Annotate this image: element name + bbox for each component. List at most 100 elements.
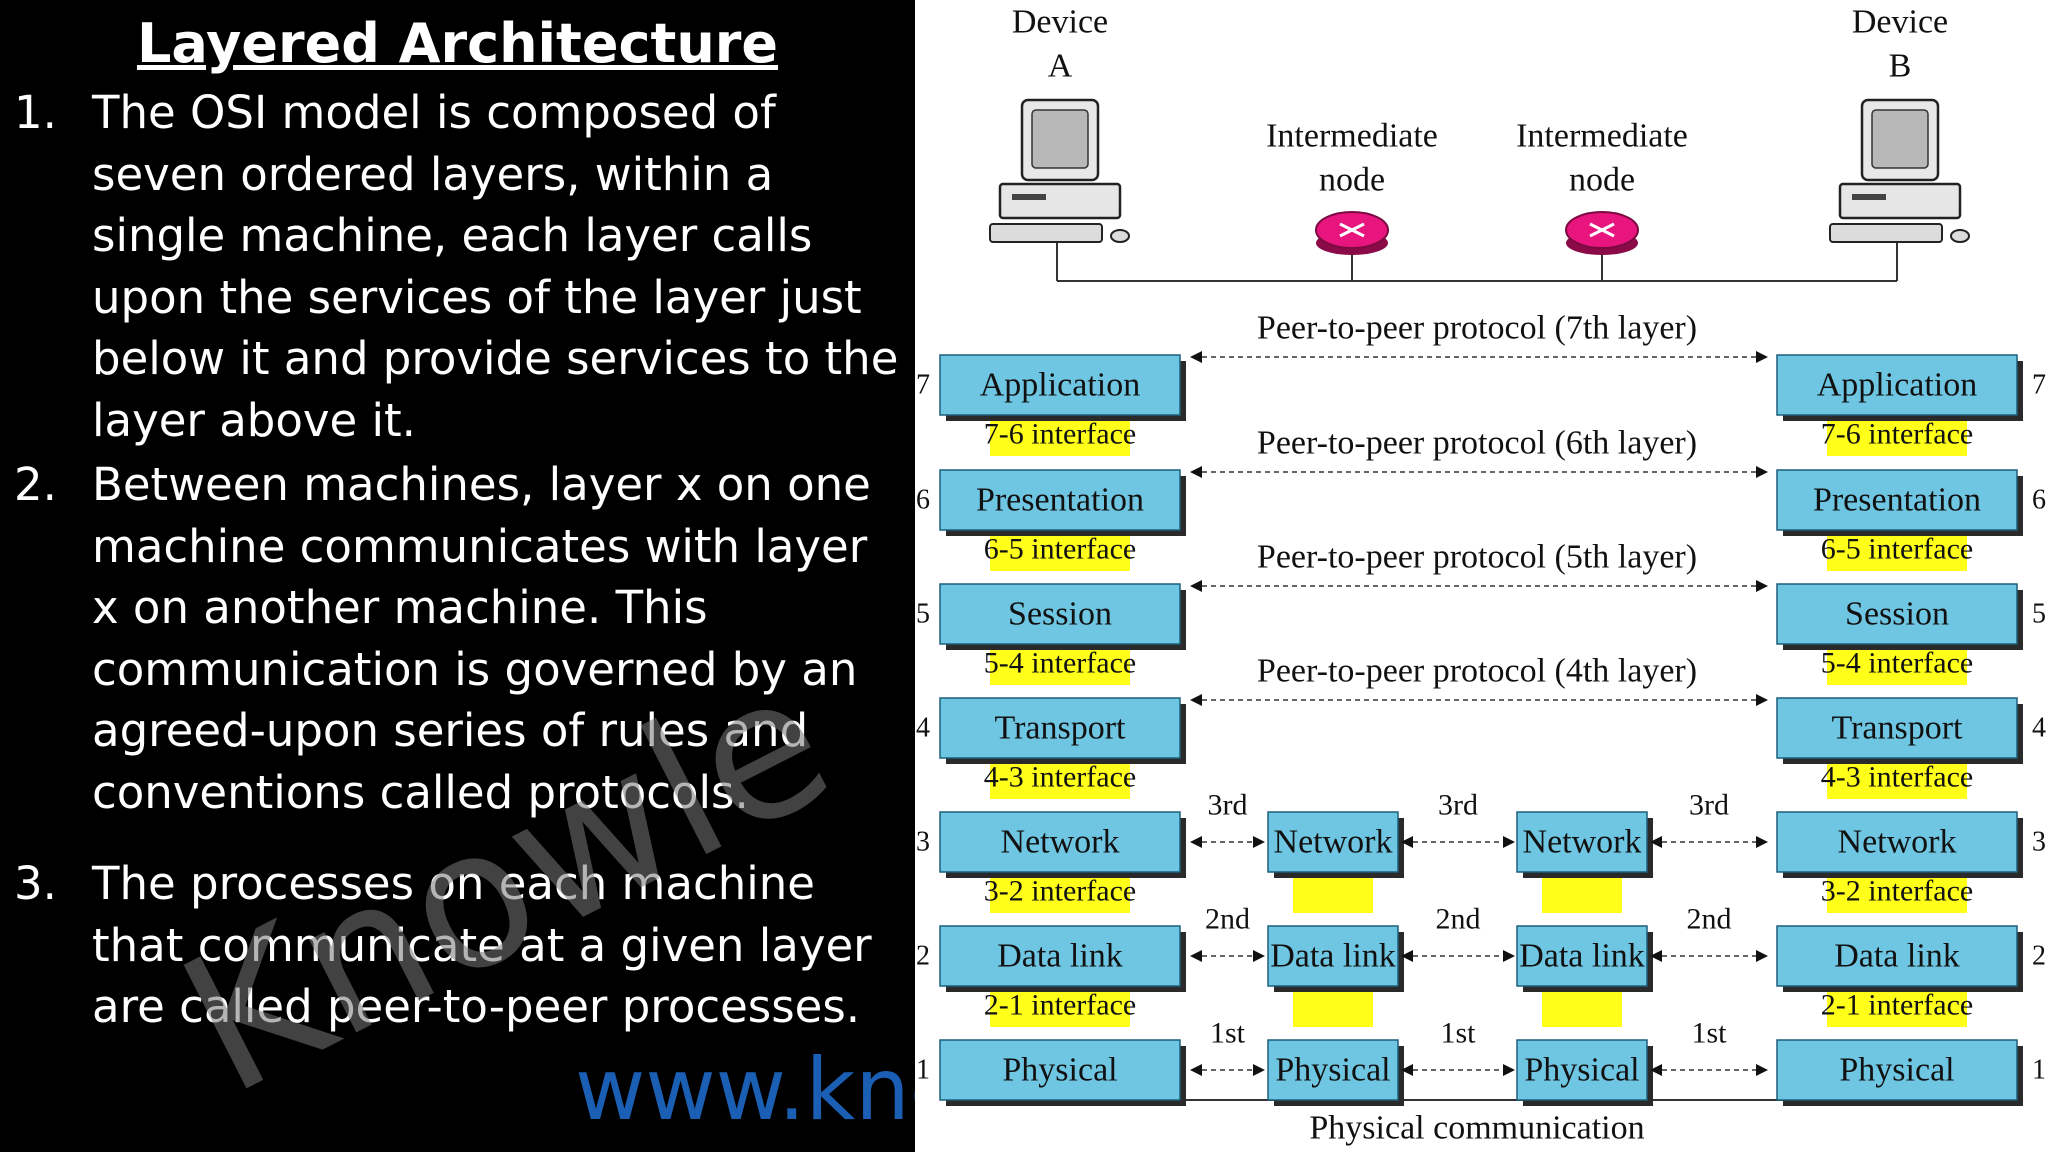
- device-a-layer: [939, 697, 1181, 759]
- hop-arrow-head-right: [1756, 1064, 1768, 1076]
- peer-protocol-label: Peer-to-peer protocol (4th layer): [1257, 653, 1697, 690]
- device-b-layer: [1776, 583, 2018, 645]
- hop-label: 2nd: [1205, 903, 1250, 936]
- node-2-layer: [1516, 925, 1648, 987]
- device-a-layer: [939, 354, 1181, 416]
- node-2-layer-label: Data link: [1519, 938, 1645, 975]
- device-a-layer-label: Transport: [995, 710, 1127, 747]
- device-b-layer-number: 6: [2032, 485, 2046, 516]
- hop-label: 3rd: [1438, 789, 1478, 822]
- device-b-layer-label: Session: [1845, 596, 1949, 633]
- hop-arrow-head-left: [1190, 1064, 1202, 1076]
- node-1-layer-label: Data link: [1270, 938, 1396, 975]
- device-a-interface-label: 4-3 interface: [984, 761, 1136, 794]
- point-number: 1.: [14, 86, 57, 139]
- device-b-layer-number: 3: [2032, 827, 2046, 858]
- node-1-layer: [1267, 925, 1399, 987]
- device-a-layer: [939, 583, 1181, 645]
- peer-protocol-label: Peer-to-peer protocol (5th layer): [1257, 539, 1697, 576]
- hop-arrow-head-left: [1190, 950, 1202, 962]
- peer-protocol-arrow-head-left: [1190, 466, 1202, 478]
- peer-protocol-arrow-head-left: [1190, 580, 1202, 592]
- hop-label: 2nd: [1687, 903, 1732, 936]
- device-a-layer-label: Application: [980, 367, 1141, 404]
- drive-slot: [1852, 194, 1886, 200]
- device-b-interface-label: 6-5 interface: [1821, 533, 1973, 566]
- device-b-interface-label: 2-1 interface: [1821, 989, 1973, 1022]
- device-b-layer-label: Transport: [1832, 710, 1964, 747]
- device-b-layer-number: 4: [2032, 713, 2046, 744]
- hop-arrow-head-left: [1650, 836, 1662, 848]
- device-a-interface-label: 7-6 interface: [984, 418, 1136, 451]
- point-text: The OSI model is composed of seven order…: [92, 86, 899, 447]
- router-cross: [1589, 222, 1615, 238]
- hop-arrow-head-left: [1401, 1064, 1413, 1076]
- device-a-layer-number: 5: [916, 599, 930, 630]
- device-b-layer-number: 5: [2032, 599, 2046, 630]
- node-1-layer-label: Network: [1274, 824, 1393, 861]
- device-a-layer-number: 1: [916, 1055, 930, 1086]
- device-b-layer-label: Presentation: [1813, 482, 1981, 519]
- peer-protocol-arrow-head-left: [1190, 694, 1202, 706]
- node-2-layer-label: Network: [1523, 824, 1642, 861]
- device-b-layer: [1776, 1039, 2018, 1101]
- peer-protocol-arrow-head-right: [1756, 694, 1768, 706]
- computer-icon-device-b: [1829, 98, 1970, 243]
- intermediate-node-label: Intermediate: [1516, 118, 1688, 155]
- device-a-layer: [939, 811, 1181, 873]
- point-text: Between machines, layer x on one machine…: [92, 458, 871, 819]
- device-a-layer: [939, 925, 1181, 987]
- peer-protocol-arrow-head-right: [1756, 351, 1768, 363]
- device-b-layer: [1776, 811, 2018, 873]
- device-a-label: Device: [1012, 4, 1108, 41]
- node-2-layer: [1516, 811, 1648, 873]
- peer-protocol-label: Peer-to-peer protocol (6th layer): [1257, 425, 1697, 462]
- device-a-layer-number: 6: [916, 485, 930, 516]
- device-b-interface-label: 7-6 interface: [1821, 418, 1973, 451]
- device-a-interface-label: 6-5 interface: [984, 533, 1136, 566]
- device-b-layer-label: Physical: [1839, 1052, 1954, 1089]
- device-a-layer-number: 3: [916, 827, 930, 858]
- device-a-layer-label: Presentation: [976, 482, 1144, 519]
- slide-text-panel: Layered Architecture 1. The OSI model is…: [0, 0, 915, 1152]
- hop-arrow-head-right: [1503, 950, 1515, 962]
- monitor-screen: [1871, 109, 1929, 169]
- hop-arrow-head-left: [1650, 1064, 1662, 1076]
- point-number: 2.: [14, 458, 57, 511]
- hop-label: 1st: [1440, 1017, 1476, 1050]
- device-b-layer: [1776, 469, 2018, 531]
- device-b-layer: [1776, 354, 2018, 416]
- device-a-layer: [939, 469, 1181, 531]
- node-1-layer-label: Physical: [1275, 1052, 1390, 1089]
- slide-title: Layered Architecture: [136, 12, 779, 75]
- hop-arrow-head-left: [1401, 950, 1413, 962]
- device-b-layer-number: 2: [2032, 941, 2046, 972]
- device-b-layer: [1776, 925, 2018, 987]
- device-a-layer-label: Physical: [1002, 1052, 1117, 1089]
- device-b-interface-label: 5-4 interface: [1821, 647, 1973, 680]
- device-b-layer-label: Data link: [1834, 938, 1960, 975]
- device-b-layer-label: Application: [1817, 367, 1978, 404]
- intermediate-node-label: Intermediate: [1266, 118, 1438, 155]
- hop-label: 3rd: [1689, 789, 1729, 822]
- node-2-layer-label: Physical: [1524, 1052, 1639, 1089]
- system-unit: [998, 182, 1122, 220]
- mouse: [1110, 229, 1130, 243]
- drive-slot: [1012, 194, 1046, 200]
- device-a-layer-label: Session: [1008, 596, 1112, 633]
- device-a-interface-label: 2-1 interface: [984, 989, 1136, 1022]
- node-1-layer: [1267, 1039, 1399, 1101]
- peer-protocol-arrow-head-right: [1756, 580, 1768, 592]
- intermediate-node-sublabel: node: [1569, 162, 1635, 199]
- website-link[interactable]: www.knc: [575, 1040, 915, 1140]
- device-b-interface-label: 3-2 interface: [1821, 875, 1973, 908]
- hop-arrow-head-right: [1756, 836, 1768, 848]
- node-2-layer: [1516, 1039, 1648, 1101]
- physical-communication-label: Physical communication: [1309, 1110, 1644, 1147]
- node-1-layer: [1267, 811, 1399, 873]
- device-b-layer-number: 1: [2032, 1055, 2046, 1086]
- osi-diagram: DeviceADeviceBIntermediatenodeIntermedia…: [916, 4, 2046, 1147]
- hop-arrow-head-left: [1190, 836, 1202, 848]
- hop-label: 3rd: [1208, 789, 1248, 822]
